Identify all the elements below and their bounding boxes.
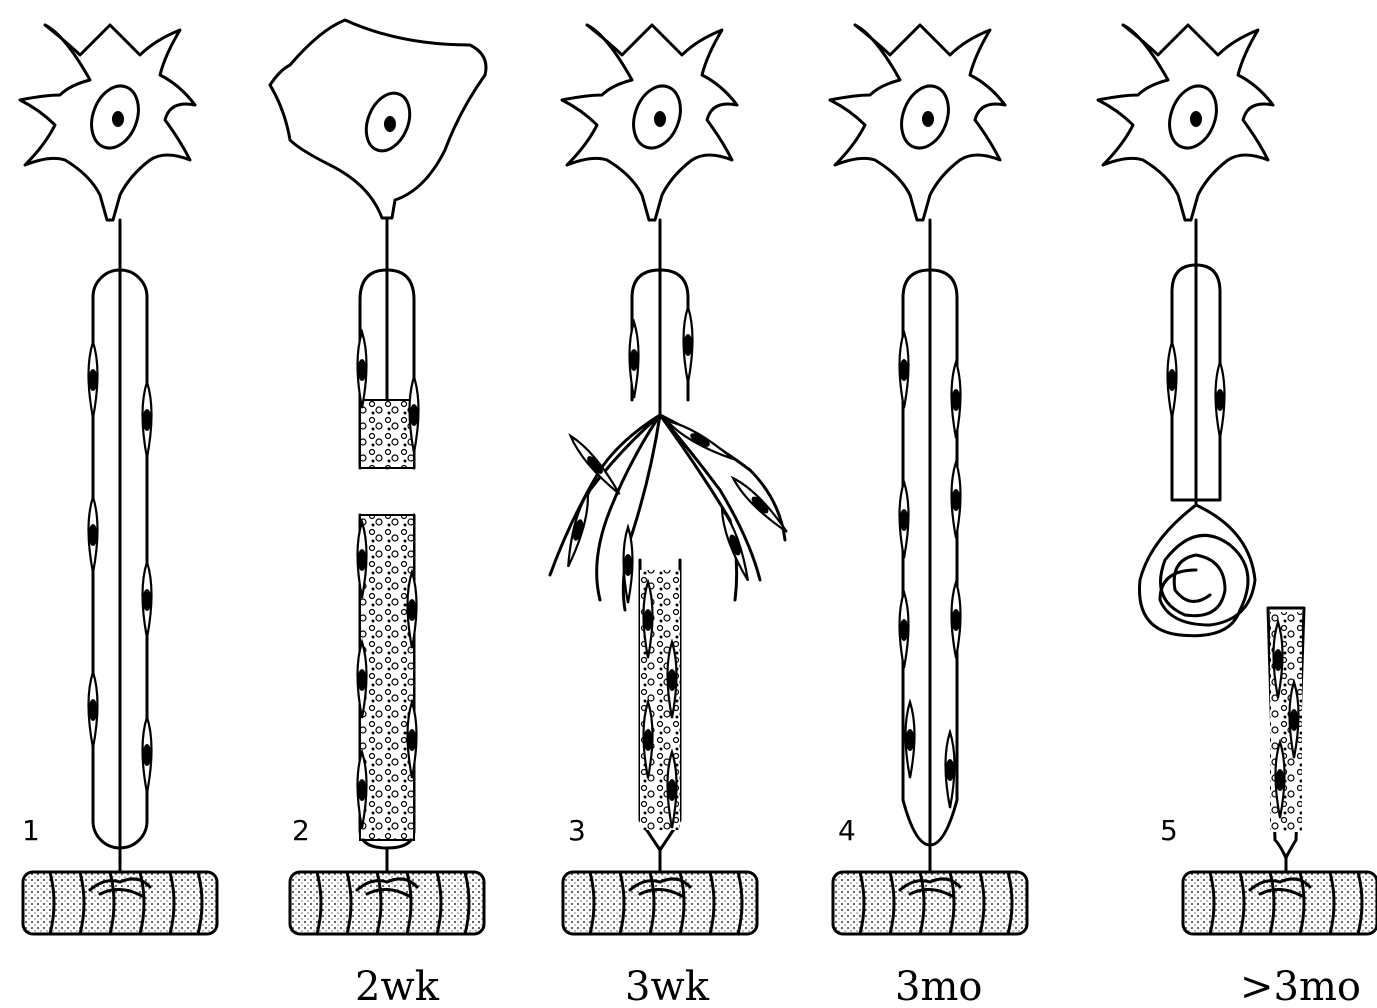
panel-time-label: >3mo [1240,964,1361,1008]
panel-number-label: 1 [22,814,40,847]
panel-time-label: 2wk [355,964,440,1008]
panel-time-label: 3mo [895,964,982,1008]
panel-number-label: 4 [838,814,856,847]
panel-3: 3 3wk [550,25,790,1008]
panel-5: 5 >3mo [1098,25,1377,1008]
panel-number-label: 2 [292,814,310,847]
panel-1: 1 [20,25,217,934]
panel-2: 2 2wk [270,20,486,1008]
panel-4: 4 3mo [830,25,1027,1008]
panel-number-label: 5 [1160,814,1178,847]
panel-number-label: 3 [568,814,586,847]
panel-time-label: 3wk [625,964,710,1008]
